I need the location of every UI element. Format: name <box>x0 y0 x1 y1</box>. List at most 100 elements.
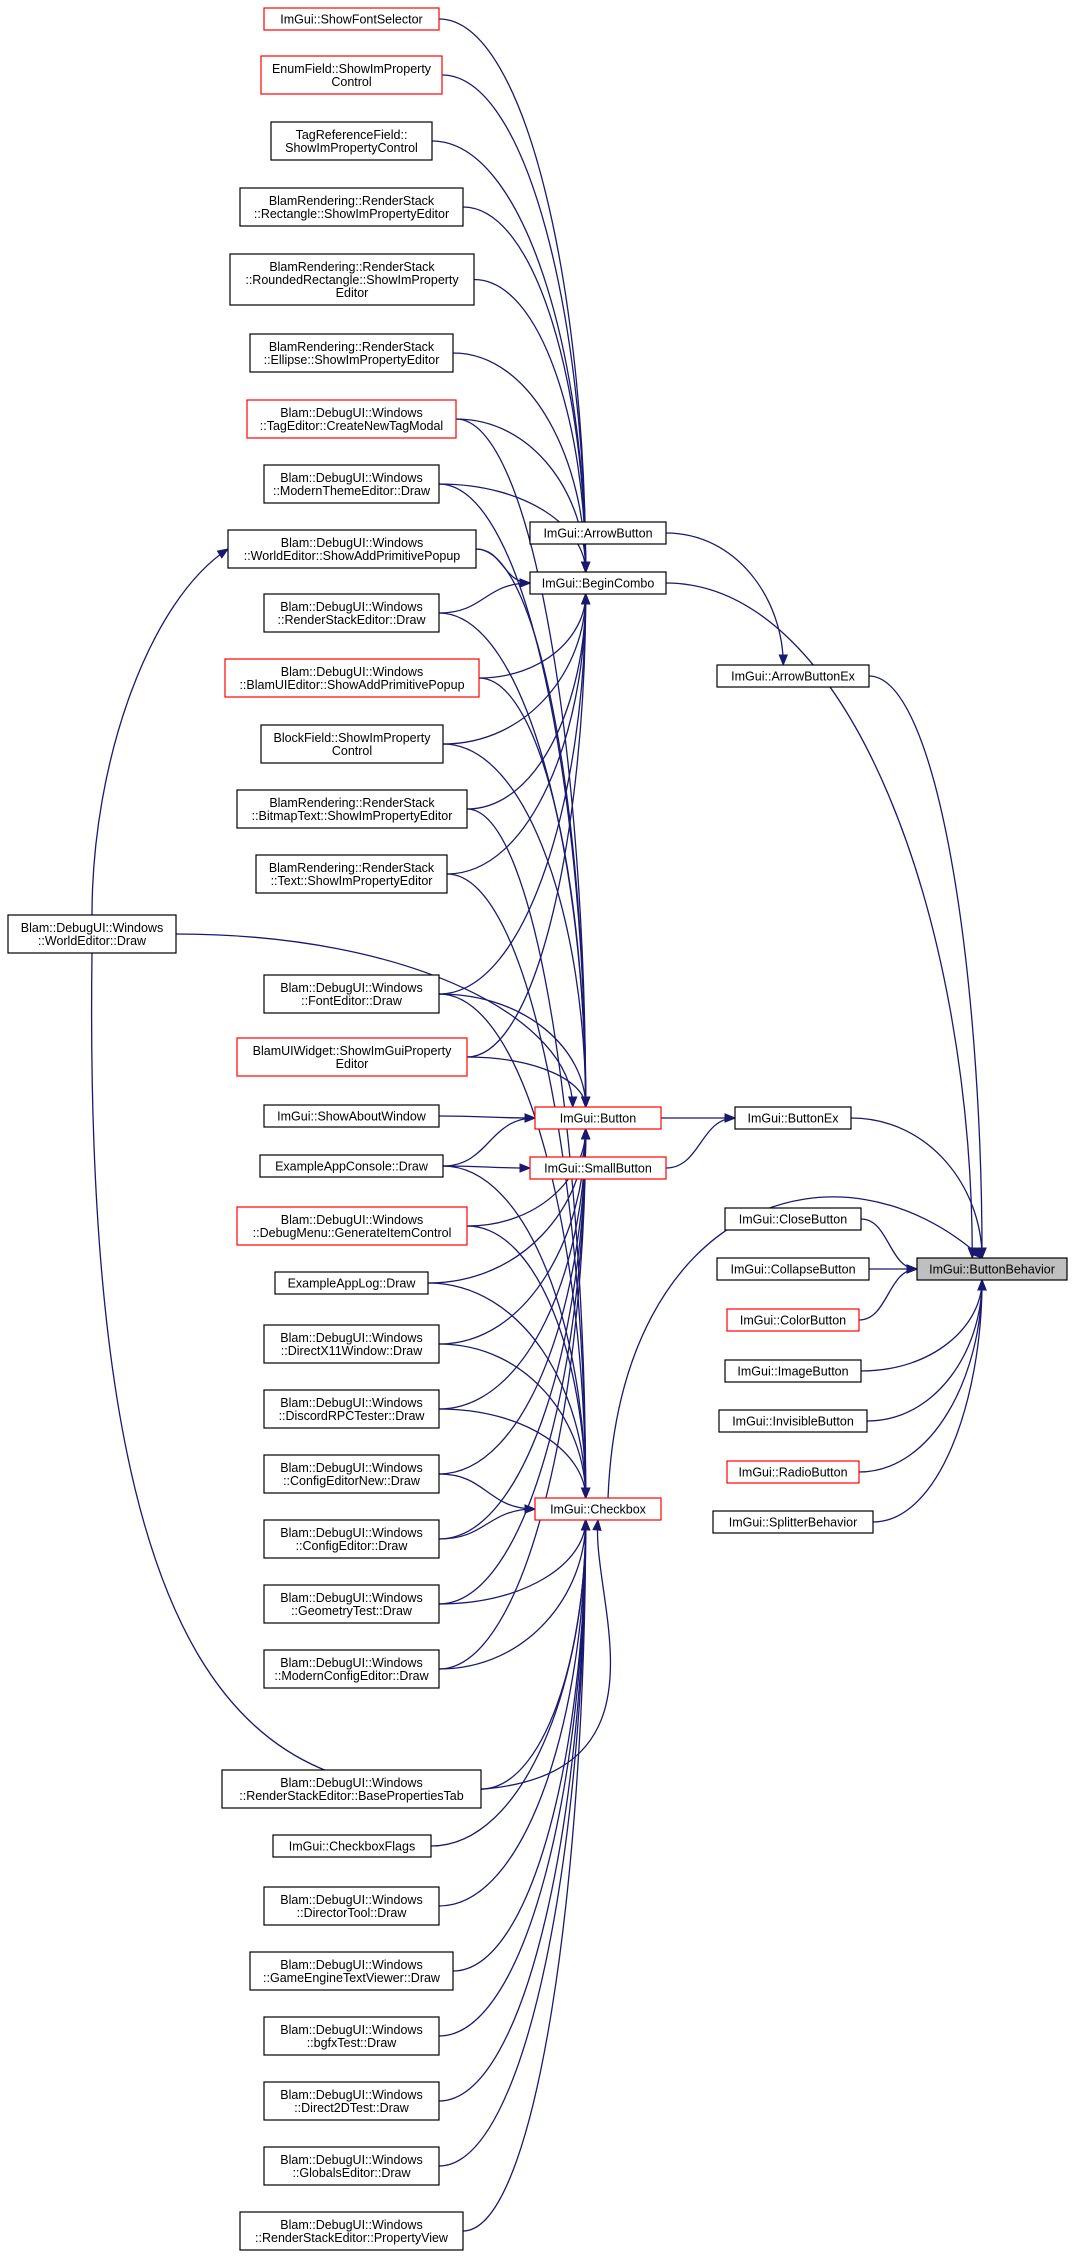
node-label-line: ExampleAppLog::Draw <box>288 1277 417 1291</box>
node-label-line: ImGui::ShowAboutWindow <box>277 1110 427 1124</box>
graph-node-getv[interactable]: Blam::DebugUI::Windows::GameEngineTextVi… <box>249 1951 454 1991</box>
graph-node-invisiblebtn[interactable]: ImGui::InvisibleButton <box>718 1409 868 1433</box>
graph-node-enumfield[interactable]: EnumField::ShowImPropertyControl <box>260 55 443 95</box>
edge-invisiblebtn-to-buttonbehavior <box>866 1278 987 1422</box>
graph-node-closebtn[interactable]: ImGui::CloseButton <box>724 1207 862 1231</box>
graph-node-arrowbtn[interactable]: ImGui::ArrowButton <box>529 521 667 545</box>
edge-line <box>438 1128 587 1410</box>
graph-node-showabout[interactable]: ImGui::ShowAboutWindow <box>263 1104 440 1128</box>
graph-node-bgfx[interactable]: Blam::DebugUI::Windows::bgfxTest::Draw <box>263 2016 440 2056</box>
node-box <box>7 914 177 954</box>
graph-node-rs-rrect[interactable]: BlamRendering::RenderStack::RoundedRecta… <box>229 253 475 306</box>
node-label-line: ::DirectorTool::Draw <box>297 1906 408 1920</box>
graph-node-rs-rect[interactable]: BlamRendering::RenderStack::Rectangle::S… <box>239 187 464 227</box>
edge-line <box>858 1279 983 1473</box>
graph-node-applog[interactable]: ExampleAppLog::Draw <box>274 1271 429 1295</box>
graph-node-radiobtn[interactable]: ImGui::RadioButton <box>726 1460 860 1484</box>
edge-line <box>473 278 587 573</box>
graph-node-worldeditor[interactable]: Blam::DebugUI::Windows::WorldEditor::Dra… <box>7 914 177 954</box>
graph-node-showfont[interactable]: ImGui::ShowFontSelector <box>263 7 440 31</box>
edge-line <box>665 532 784 666</box>
node-box <box>270 121 433 161</box>
edge-line <box>438 1519 587 1907</box>
edge-line <box>665 1117 736 1169</box>
edge-buttonex-to-buttonbehavior <box>850 1117 987 1260</box>
node-label-line: BlamRendering::RenderStack <box>269 861 435 875</box>
graph-node-rs-ellipse[interactable]: BlamRendering::RenderStack::Ellipse::Sho… <box>249 333 454 373</box>
arrowhead <box>778 654 788 667</box>
graph-node-cbflags[interactable]: ImGui::CheckboxFlags <box>272 1834 432 1858</box>
node-box <box>712 1510 874 1534</box>
node-box <box>239 2211 464 2251</box>
edge-applog-to-button <box>427 1127 591 1284</box>
edge-line <box>438 483 587 573</box>
graph-node-director[interactable]: Blam::DebugUI::Windows::DirectorTool::Dr… <box>263 1886 440 1926</box>
graph-node-collapsebtn[interactable]: ImGui::CollapseButton <box>716 1257 870 1281</box>
graph-node-rs-text[interactable]: BlamRendering::RenderStack::Text::ShowIm… <box>255 854 448 894</box>
edges-layer <box>90 18 987 2232</box>
graph-node-debugmenu[interactable]: Blam::DebugUI::Windows::DebugMenu::Gener… <box>236 1206 468 1246</box>
node-box <box>224 658 480 698</box>
graph-node-appconsole[interactable]: ExampleAppConsole::Draw <box>259 1154 444 1178</box>
graph-node-smallbtn[interactable]: ImGui::SmallButton <box>529 1156 667 1180</box>
node-label-line: ImGui::ArrowButtonEx <box>731 670 855 684</box>
node-label-line: ::RoundedRectangle::ShowImProperty <box>245 273 459 287</box>
graph-node-dx11[interactable]: Blam::DebugUI::Windows::DirectX11Window:… <box>263 1324 440 1364</box>
graph-node-fonteditor[interactable]: Blam::DebugUI::Windows::FontEditor::Draw <box>263 974 440 1014</box>
graph-node-rse-draw[interactable]: Blam::DebugUI::Windows::RenderStackEdito… <box>263 593 440 633</box>
node-label-line: ::BitmapText::ShowImPropertyEditor <box>252 809 453 823</box>
edge-blamuiwidget-to-begincombo <box>466 592 591 1058</box>
node-box <box>229 253 475 306</box>
graph-node-rse-prop[interactable]: Blam::DebugUI::Windows::RenderStackEdito… <box>239 2211 464 2251</box>
edge-line <box>438 1128 587 1605</box>
edge-line <box>438 1408 587 1499</box>
graph-node-tageditor[interactable]: Blam::DebugUI::Windows::TagEditor::Creat… <box>246 399 457 439</box>
arrowhead <box>524 1504 537 1514</box>
graph-node-we-addprim[interactable]: Blam::DebugUI::Windows::WorldEditor::Sho… <box>227 529 477 569</box>
node-label-line: ::DebugMenu::GenerateItemControl <box>253 1226 452 1240</box>
edge-line <box>438 1128 587 1540</box>
graph-node-cfgnew[interactable]: Blam::DebugUI::Windows::ConfigEditorNew:… <box>263 1454 440 1494</box>
graph-node-colorbtn[interactable]: ImGui::ColorButton <box>726 1308 860 1332</box>
node-box <box>916 1257 1068 1281</box>
node-label-line: ImGui::BeginCombo <box>542 577 655 591</box>
node-label-line: BlamUIWidget::ShowImGuiProperty <box>253 1044 452 1058</box>
graph-node-cfg[interactable]: Blam::DebugUI::Windows::ConfigEditor::Dr… <box>263 1519 440 1559</box>
graph-node-imagebtn[interactable]: ImGui::ImageButton <box>724 1359 862 1383</box>
node-box <box>263 464 440 504</box>
edge-splitter-to-buttonbehavior <box>872 1278 987 1523</box>
edge-line <box>438 993 587 1499</box>
graph-node-moderncfg[interactable]: Blam::DebugUI::Windows::ModernConfigEdit… <box>263 1649 440 1689</box>
graph-node-rs-bitmap[interactable]: BlamRendering::RenderStack::BitmapText::… <box>236 789 468 829</box>
node-label-line: Control <box>331 75 371 89</box>
nodes-layer: ImGui::ShowFontSelectorEnumField::ShowIm… <box>7 7 1068 2251</box>
graph-node-splitter[interactable]: ImGui::SplitterBehavior <box>712 1510 874 1534</box>
edge-line <box>91 548 229 916</box>
node-box <box>263 1389 440 1429</box>
node-label-line: BlamRendering::RenderStack <box>269 260 435 274</box>
graph-node-blockfield[interactable]: BlockField::ShowImPropertyControl <box>260 724 444 764</box>
graph-node-tagref[interactable]: TagReferenceField::ShowImPropertyControl <box>270 121 433 161</box>
graph-node-buttonex[interactable]: ImGui::ButtonEx <box>734 1106 852 1130</box>
graph-node-begincombo[interactable]: ImGui::BeginCombo <box>529 571 667 595</box>
edge-showabout-to-button <box>438 1113 537 1123</box>
graph-node-button[interactable]: ImGui::Button <box>534 1106 662 1130</box>
edge-line <box>442 1165 531 1169</box>
graph-node-checkbox[interactable]: ImGui::Checkbox <box>534 1497 662 1521</box>
graph-node-rse-base[interactable]: Blam::DebugUI::Windows::RenderStackEdito… <box>221 1769 482 1809</box>
graph-node-geotest[interactable]: Blam::DebugUI::Windows::GeometryTest::Dr… <box>263 1584 440 1624</box>
graph-node-globals[interactable]: Blam::DebugUI::Windows::GlobalsEditor::D… <box>263 2146 440 2186</box>
graph-node-moderntheme[interactable]: Blam::DebugUI::Windows::ModernThemeEdito… <box>263 464 440 504</box>
graph-node-d2d[interactable]: Blam::DebugUI::Windows::Direct2DTest::Dr… <box>263 2081 440 2121</box>
node-label-line: ImGui::ImageButton <box>737 1365 848 1379</box>
graph-node-discord[interactable]: Blam::DebugUI::Windows::DiscordRPCTester… <box>263 1389 440 1429</box>
node-box <box>255 854 448 894</box>
graph-node-blamui-addprim[interactable]: Blam::DebugUI::Windows::BlamUIEditor::Sh… <box>224 658 480 698</box>
node-label-line: EnumField::ShowImProperty <box>272 62 432 76</box>
edge-line <box>438 1519 587 1670</box>
graph-node-arrowbtnex[interactable]: ImGui::ArrowButtonEx <box>716 664 870 688</box>
node-label-line: ImGui::ArrowButton <box>543 527 652 541</box>
node-box <box>534 1106 662 1130</box>
graph-node-buttonbehavior[interactable]: ImGui::ButtonBehavior <box>916 1257 1068 1281</box>
